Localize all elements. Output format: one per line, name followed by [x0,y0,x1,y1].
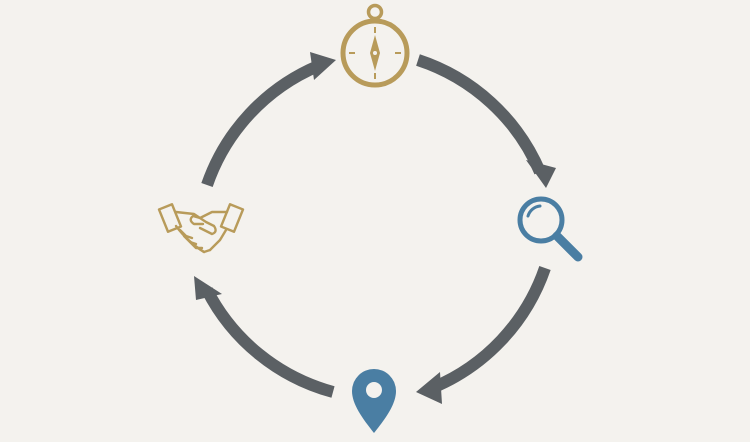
arrowheads [194,52,556,404]
compass-icon [340,3,410,88]
cycle-arrows [201,54,551,398]
arrow-top-to-right [416,54,546,175]
arrowhead-top-to-right [526,160,556,188]
arrow-bottom-to-left [201,287,335,398]
arrowhead-bottom-to-left [194,276,222,300]
location-pin-icon [352,369,396,433]
arrowhead-left-to-top [310,52,336,80]
arrowhead-right-to-bottom [416,372,442,404]
arrow-left-to-top [201,60,321,187]
handshake-icon [157,203,245,254]
magnifying-glass-icon [517,196,583,262]
arrow-right-to-bottom [429,266,551,394]
